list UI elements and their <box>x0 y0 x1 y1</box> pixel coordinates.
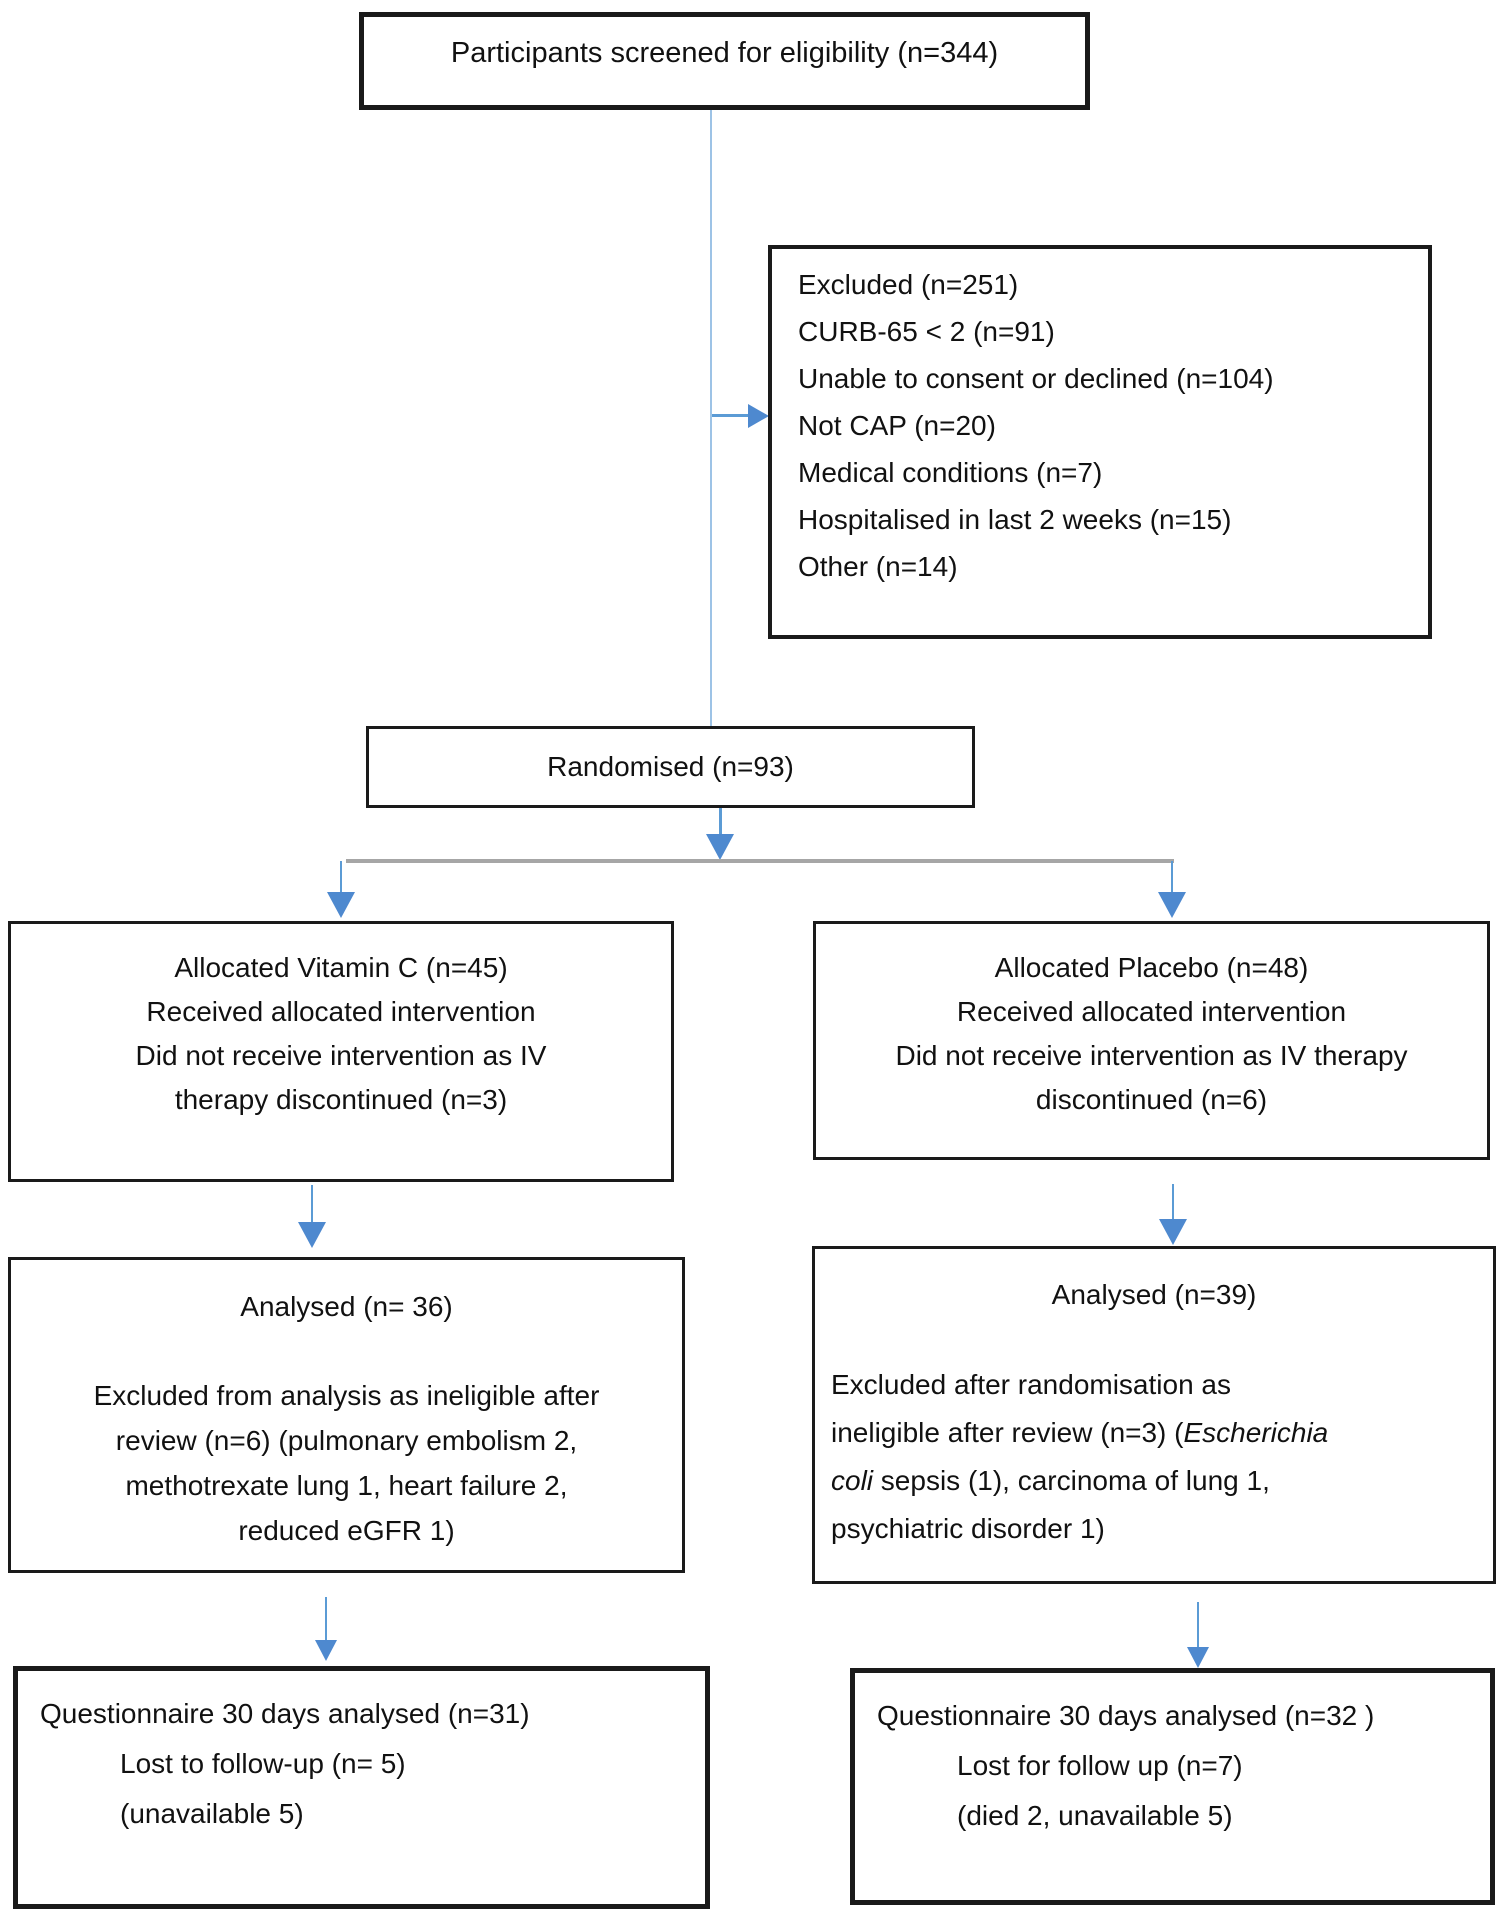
down-arrow-icon <box>327 892 355 918</box>
analysed-placebo-title: Analysed (n=39) <box>1051 1279 1257 1310</box>
questionnaire-placebo-line: (died 2, unavailable 5) <box>957 1800 1233 1831</box>
down-arrow-icon <box>1159 1219 1187 1245</box>
connector-randomised-down-line <box>719 808 722 836</box>
down-arrow-icon <box>315 1640 337 1661</box>
screened-text: Participants screened for eligibility (n… <box>450 37 999 69</box>
box-analysed-vitc: Analysed (n= 36) Excluded from analysis … <box>8 1257 685 1573</box>
box-excluded: Excluded (n=251) CURB-65 < 2 (n=91) Unab… <box>768 245 1432 639</box>
down-arrow-icon <box>298 1222 326 1248</box>
analysed-placebo-detail-line: Excluded after randomisation as <box>831 1369 1231 1400</box>
down-arrow-icon <box>1158 892 1186 918</box>
right-arrow-icon <box>748 404 769 428</box>
connector-vitc-allocated-to-analysed <box>311 1185 313 1223</box>
allocated-placebo-line: Did not receive intervention as IV thera… <box>895 1040 1408 1071</box>
analysed-placebo-detail-line: ineligible after review (n=3) (Escherich… <box>831 1417 1329 1448</box>
box-randomised: Randomised (n=93) <box>366 726 975 808</box>
connector-vitc-analysed-to-questionnaire <box>325 1597 327 1641</box>
analysed-vitc-detail-line: review (n=6) (pulmonary embolism 2, <box>115 1425 578 1456</box>
analysed-vitc-detail-line: methotrexate lung 1, heart failure 2, <box>125 1470 568 1501</box>
questionnaire-vitc-line: Lost to follow-up (n= 5) <box>120 1748 406 1779</box>
excluded-line: CURB-65 < 2 (n=91) <box>798 316 1055 347</box>
questionnaire-vitc-line: (unavailable 5) <box>120 1798 304 1829</box>
analysed-vitc-detail-line: Excluded from analysis as ineligible aft… <box>93 1380 600 1411</box>
box-questionnaire-placebo: Questionnaire 30 days analysed (n=32 ) L… <box>850 1668 1495 1905</box>
allocated-placebo-line: Received allocated intervention <box>956 996 1347 1027</box>
excluded-line: Other (n=14) <box>798 551 958 582</box>
connector-branch-left-line <box>340 861 342 893</box>
box-allocated-placebo: Allocated Placebo (n=48) Received alloca… <box>813 921 1490 1160</box>
allocated-vitc-line: Received allocated intervention <box>146 996 536 1027</box>
connector-branch-right-line <box>1171 861 1173 893</box>
box-analysed-placebo: Analysed (n=39) Excluded after randomisa… <box>812 1246 1496 1584</box>
allocated-vitc-line: therapy discontinued (n=3) <box>174 1084 508 1115</box>
allocated-vitc-line: Did not receive intervention as IV <box>135 1040 547 1071</box>
spacer <box>815 1319 1493 1361</box>
analysed-vitc-detail-line: reduced eGFR 1) <box>238 1515 455 1546</box>
analysed-vitc-title: Analysed (n= 36) <box>240 1291 453 1322</box>
box-questionnaire-vitc: Questionnaire 30 days analysed (n=31) Lo… <box>13 1666 710 1909</box>
analysed-placebo-detail-line: coli sepsis (1), carcinoma of lung 1, <box>831 1465 1270 1496</box>
questionnaire-placebo-line: Lost for follow up (n=7) <box>957 1750 1243 1781</box>
allocated-placebo-line: Allocated Placebo (n=48) <box>994 952 1309 983</box>
analysed-placebo-detail-line: psychiatric disorder 1) <box>831 1513 1105 1544</box>
branch-horizontal-line <box>346 859 1174 863</box>
allocated-placebo-line: discontinued (n=6) <box>1035 1084 1268 1115</box>
allocated-vitc-line: Allocated Vitamin C (n=45) <box>174 952 508 983</box>
excluded-line: Excluded (n=251) <box>798 269 1019 300</box>
excluded-line: Medical conditions (n=7) <box>798 457 1103 488</box>
excluded-line: Unable to consent or declined (n=104) <box>798 363 1274 394</box>
connector-placebo-allocated-to-analysed <box>1172 1184 1174 1220</box>
spacer <box>11 1329 682 1373</box>
excluded-line: Not CAP (n=20) <box>798 410 996 441</box>
excluded-line: Hospitalised in last 2 weeks (n=15) <box>798 504 1232 535</box>
box-screened: Participants screened for eligibility (n… <box>359 12 1090 110</box>
connector-placebo-analysed-to-questionnaire <box>1197 1602 1199 1648</box>
down-arrow-icon <box>706 834 734 860</box>
questionnaire-placebo-line: Questionnaire 30 days analysed (n=32 ) <box>877 1700 1375 1731</box>
down-arrow-icon <box>1187 1647 1209 1668</box>
box-allocated-vitc: Allocated Vitamin C (n=45) Received allo… <box>8 921 674 1182</box>
randomised-text: Randomised (n=93) <box>547 751 794 782</box>
connector-to-excluded-line <box>712 414 750 417</box>
connector-screened-to-randomised <box>710 109 712 727</box>
questionnaire-vitc-line: Questionnaire 30 days analysed (n=31) <box>40 1698 530 1729</box>
